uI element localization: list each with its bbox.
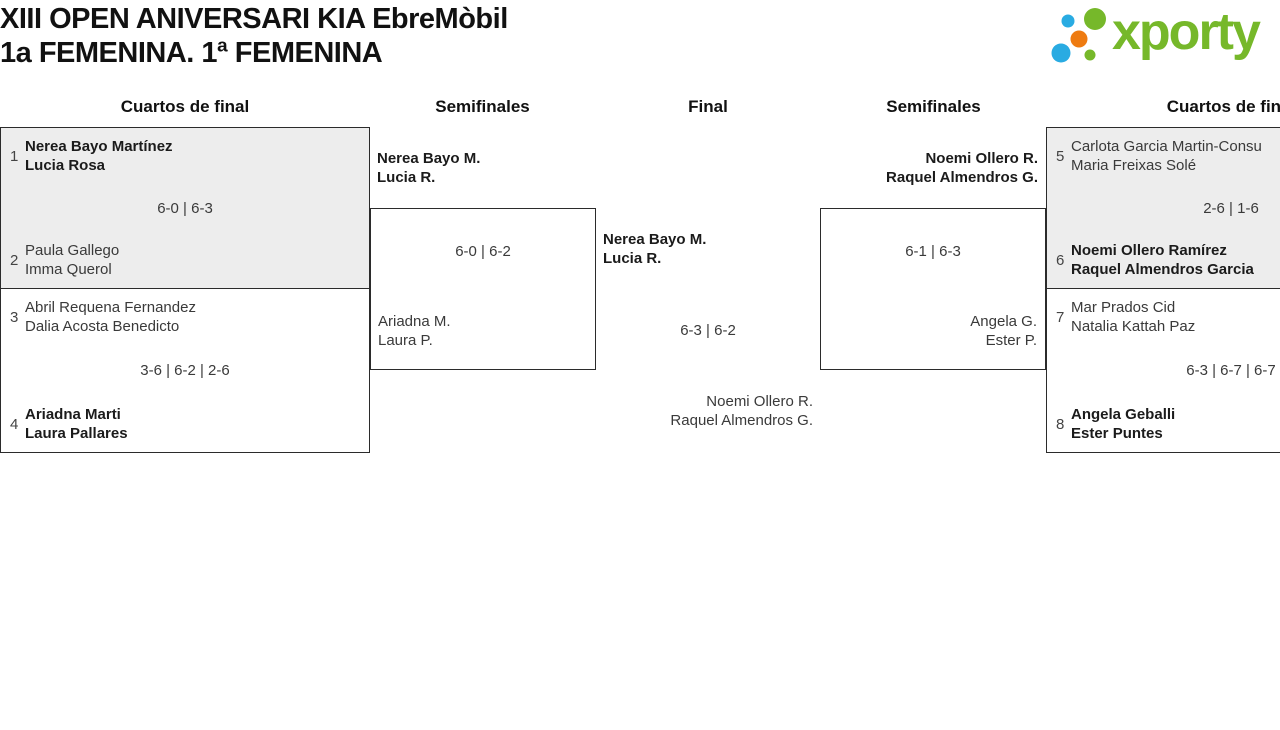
seed-number: 4 (10, 415, 19, 433)
player-name: Imma Querol (25, 261, 112, 278)
match-box-qf4[interactable]: 7 Mar Prados Cid Natalia Kattah Paz 6-3 … (1046, 288, 1280, 453)
team-row: 1 Nerea Bayo Martínez Lucia Rosa (1, 137, 369, 175)
seed-number: 1 (10, 147, 19, 165)
player-name: Laura Pallares (25, 425, 128, 442)
player-name: Nerea Bayo M. (377, 150, 481, 167)
match-box-qf3[interactable]: 5 Carlota Garcia Martin-Consu Maria Frei… (1046, 127, 1280, 289)
page-subtitle: 1a FEMENINA. 1ª FEMENINA (0, 37, 383, 69)
player-name: Nerea Bayo Martínez (25, 138, 173, 155)
team-row: 4 Ariadna Marti Laura Pallares (1, 405, 369, 443)
player-name: Noemi Ollero R. (706, 393, 813, 410)
player-name: Ester P. (985, 332, 1037, 349)
team-names: Abril Requena Fernandez Dalia Acosta Ben… (25, 298, 196, 336)
player-name: Carlota Garcia Martin-Consu (1071, 138, 1262, 155)
sf1-winner-names: Nerea Bayo M. Lucia R. (377, 149, 480, 187)
round-header-qf-left: Cuartos de final (120, 97, 250, 116)
player-name: Dalia Acosta Benedicto (25, 318, 180, 335)
final-winner-names: Nerea Bayo M. Lucia R. (603, 230, 706, 268)
round-header-sf-left: Semifinales (435, 97, 530, 116)
player-name: Angela Geballi (1071, 406, 1176, 423)
seed-number: 7 (1056, 308, 1065, 326)
tournament-title-block: XIII OPEN ANIVERSARI KIA EbreMòbil 1a FE… (0, 2, 508, 70)
match-score: 6-0 | 6-2 (455, 243, 511, 260)
match-score: 3-6 | 6-2 | 2-6 (140, 362, 230, 379)
team-row: 7 Mar Prados Cid Natalia Kattah Paz (1047, 298, 1280, 336)
team-row: 6 Noemi Ollero Ramírez Raquel Almendros … (1047, 241, 1280, 279)
team-names: Mar Prados Cid Natalia Kattah Paz (1071, 298, 1195, 336)
team-row: 8 Angela Geballi Ester Puntes (1047, 405, 1280, 443)
xporty-logo-text: xporty (1112, 3, 1261, 61)
player-name: Ester Puntes (1071, 425, 1163, 442)
xporty-logo[interactable]: xporty (1048, 2, 1278, 68)
player-name: Raquel Almendros Garcia (1071, 261, 1254, 278)
player-name: Laura P. (378, 332, 433, 349)
page-title: XIII OPEN ANIVERSARI KIA EbreMòbil (0, 3, 508, 35)
seed-number: 8 (1056, 415, 1065, 433)
player-name: Ariadna Marti (25, 406, 121, 423)
player-name: Natalia Kattah Paz (1071, 318, 1196, 335)
player-name: Angela G. (970, 313, 1037, 330)
player-name: Maria Freixas Solé (1071, 157, 1197, 174)
match-box-sf2[interactable]: 6-1 | 6-3 Angela G. Ester P. (820, 208, 1046, 370)
match-score: 2-6 | 1-6 (1203, 199, 1259, 217)
round-header-qf-right: Cuartos de final (1166, 97, 1280, 116)
team-row: 5 Carlota Garcia Martin-Consu Maria Frei… (1047, 137, 1280, 175)
round-header-sf-right: Semifinales (886, 97, 981, 116)
player-name: Paula Gallego (25, 242, 120, 259)
match-box-qf1[interactable]: 1 Nerea Bayo Martínez Lucia Rosa 6-0 | 6… (0, 127, 370, 289)
sf2-loser-names: Angela G. Ester P. (970, 312, 1037, 350)
final-score: 6-3 | 6-2 (680, 322, 736, 339)
player-name: Lucia Rosa (25, 157, 106, 174)
player-name: Noemi Ollero Ramírez (1071, 242, 1227, 259)
player-name: Raquel Almendros G. (886, 169, 1038, 186)
seed-number: 6 (1056, 251, 1065, 269)
xporty-dots-icon (1051, 8, 1106, 63)
player-name: Abril Requena Fernandez (25, 299, 196, 316)
match-box-sf1[interactable]: 6-0 | 6-2 Ariadna M. Laura P. (370, 208, 596, 370)
player-name: Lucia R. (603, 250, 662, 267)
player-name: Noemi Ollero R. (925, 150, 1038, 167)
team-names: Nerea Bayo Martínez Lucia Rosa (25, 137, 173, 175)
team-names: Ariadna Marti Laura Pallares (25, 405, 128, 443)
match-score: 6-0 | 6-3 (157, 199, 213, 217)
seed-number: 5 (1056, 147, 1065, 165)
team-row: 2 Paula Gallego Imma Querol (1, 241, 369, 279)
team-names: Paula Gallego Imma Querol (25, 241, 119, 279)
team-row: 3 Abril Requena Fernandez Dalia Acosta B… (1, 298, 369, 336)
player-name: Nerea Bayo M. (603, 231, 707, 248)
team-names: Angela Geballi Ester Puntes (1071, 405, 1175, 443)
final-loser-names: Noemi Ollero R. Raquel Almendros G. (595, 392, 813, 430)
match-box-qf2[interactable]: 3 Abril Requena Fernandez Dalia Acosta B… (0, 288, 370, 453)
player-name: Mar Prados Cid (1071, 299, 1176, 316)
sf1-loser-names: Ariadna M. Laura P. (378, 312, 451, 350)
team-names: Noemi Ollero Ramírez Raquel Almendros Ga… (1071, 241, 1254, 279)
player-name: Raquel Almendros G. (670, 412, 813, 429)
sf2-winner-names: Noemi Ollero R. Raquel Almendros G. (821, 149, 1038, 187)
seed-number: 2 (10, 251, 19, 269)
player-name: Ariadna M. (378, 313, 451, 330)
team-names: Carlota Garcia Martin-Consu Maria Freixa… (1071, 137, 1262, 175)
match-score: 6-3 | 6-7 | 6-7 (1186, 362, 1276, 379)
player-name: Lucia R. (377, 169, 436, 186)
round-header-final: Final (688, 97, 728, 116)
match-score: 6-1 | 6-3 (905, 243, 961, 260)
seed-number: 3 (10, 308, 19, 326)
